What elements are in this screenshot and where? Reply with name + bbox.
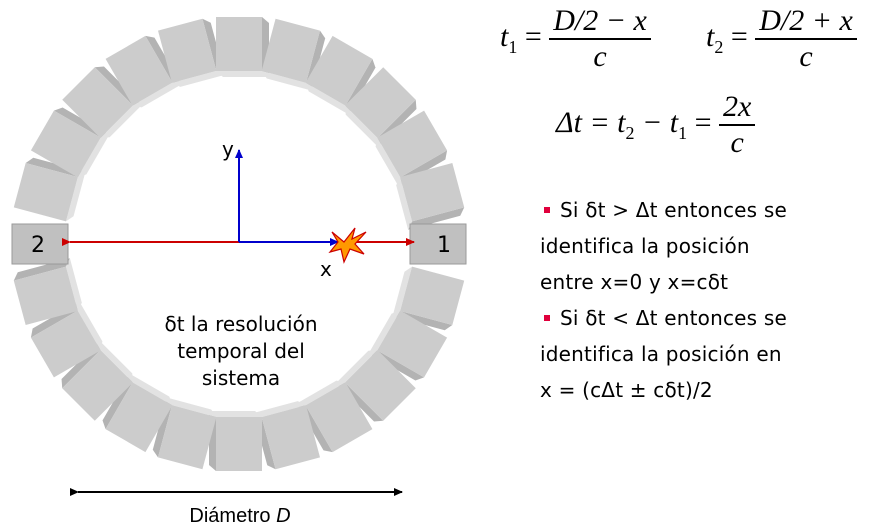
annihilation-star-icon: [328, 227, 367, 264]
detector-1-label: 1: [437, 233, 451, 258]
detector-1: 1: [409, 223, 467, 265]
center-text-line-2: temporal del: [177, 339, 305, 363]
x-axis-label: x: [320, 257, 332, 281]
detector-block: [209, 411, 262, 471]
bullet-2-line-1: Si δt < Δt entonces se: [540, 300, 885, 336]
bullet-list: Si δt > Δt entonces se identifica la pos…: [540, 192, 885, 408]
detector-block: [216, 17, 269, 77]
bullet-2-line-2: identifica la posición en: [540, 342, 782, 366]
bullet-square-icon: [544, 207, 550, 213]
center-text-line-3: sistema: [202, 366, 280, 390]
detector-2: 2: [11, 223, 69, 265]
bullet-1-line-1: Si δt > Δt entonces se: [540, 192, 885, 228]
bullet-2-line-3: x = (cΔt ± cδt)/2: [540, 378, 713, 402]
detector-ring: [13, 17, 465, 471]
detector-2-label: 2: [31, 233, 45, 258]
bullet-1-line-3: entre x=0 y x=cδt: [540, 270, 729, 294]
center-text-line-1: δt la resolución: [164, 312, 317, 336]
detector-block: [13, 258, 82, 326]
detector-block: [261, 18, 326, 91]
diameter-label: Diámetro D: [189, 505, 290, 522]
bullet-square-icon: [544, 315, 550, 321]
y-axis-label: y: [222, 137, 234, 161]
bullet-1-line-2: identifica la posición: [540, 234, 750, 258]
